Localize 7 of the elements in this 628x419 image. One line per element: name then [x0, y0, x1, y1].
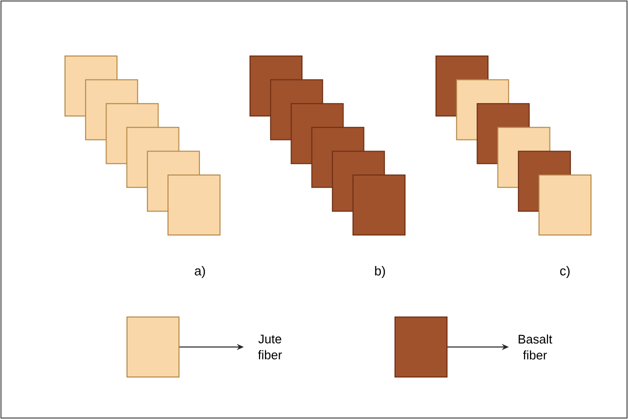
panel-label: b)	[375, 266, 385, 278]
panel-label: a)	[194, 266, 205, 278]
fiber-label: Basalt fiber	[518, 334, 552, 360]
fiber-label: Jute fiber	[258, 334, 282, 360]
legend-swatch	[126, 316, 180, 378]
legend-swatch	[394, 316, 448, 378]
panel-label: c)	[560, 266, 570, 278]
